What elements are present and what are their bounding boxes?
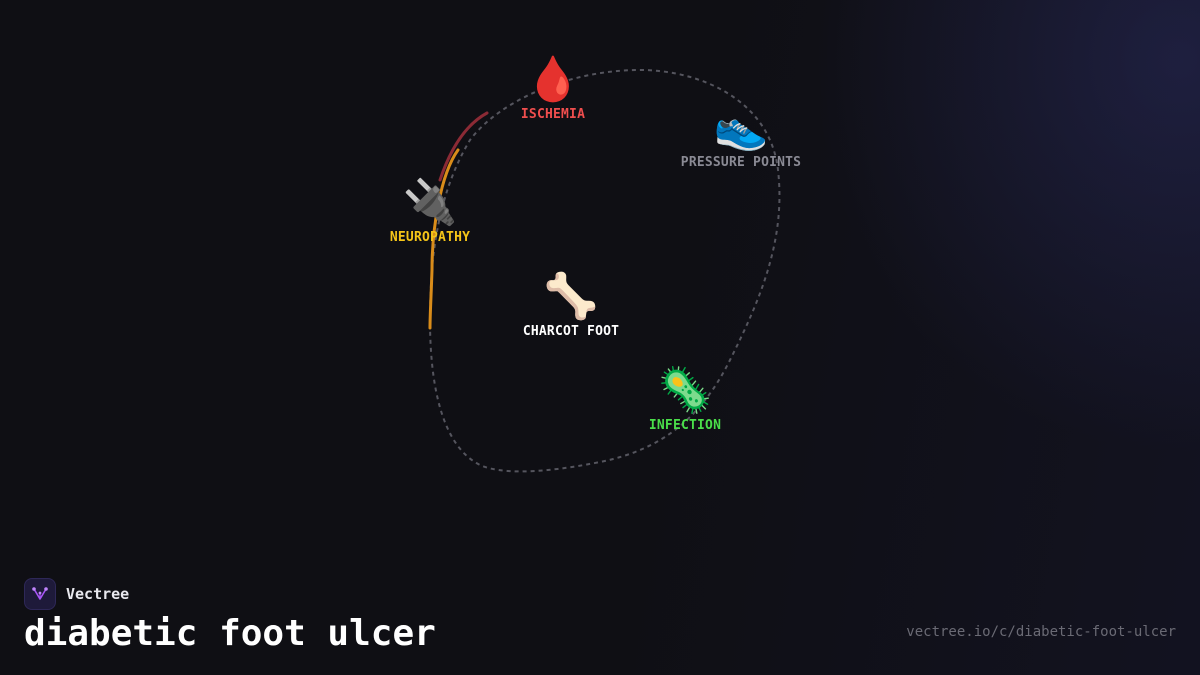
node-infection: 🦠 INFECTION bbox=[648, 365, 722, 434]
microbe-icon: 🦠 bbox=[657, 365, 713, 416]
node-label-neuropathy: NEUROPATHY bbox=[389, 230, 471, 245]
node-ischemia: 🩸 ISCHEMIA bbox=[520, 54, 586, 123]
brand-name: Vectree bbox=[66, 585, 130, 603]
page-title: diabetic foot ulcer bbox=[24, 613, 436, 654]
node-label-pressure-points: PRESSURE POINTS bbox=[680, 155, 802, 170]
vectree-logo-icon bbox=[24, 578, 56, 610]
neuropathy-trail bbox=[428, 148, 460, 330]
node-label-ischemia: ISCHEMIA bbox=[520, 107, 586, 122]
page-url[interactable]: vectree.io/c/diabetic-foot-ulcer bbox=[906, 624, 1176, 640]
blood-drop-icon: 🩸 bbox=[525, 54, 581, 105]
bone-icon: 🦴 bbox=[543, 271, 599, 322]
node-pressure-points: 👟 PRESSURE POINTS bbox=[680, 102, 802, 171]
node-label-infection: INFECTION bbox=[648, 418, 722, 433]
ischemia-trail bbox=[438, 111, 489, 182]
node-label-charcot-foot: CHARCOT FOOT bbox=[522, 324, 620, 339]
plug-icon: 🔌 bbox=[402, 177, 458, 228]
node-neuropathy: 🔌 NEUROPATHY bbox=[389, 177, 471, 246]
brand: Vectree bbox=[24, 577, 129, 611]
sneaker-icon: 👟 bbox=[713, 102, 769, 153]
node-charcot-foot: 🦴 CHARCOT FOOT bbox=[522, 271, 620, 340]
